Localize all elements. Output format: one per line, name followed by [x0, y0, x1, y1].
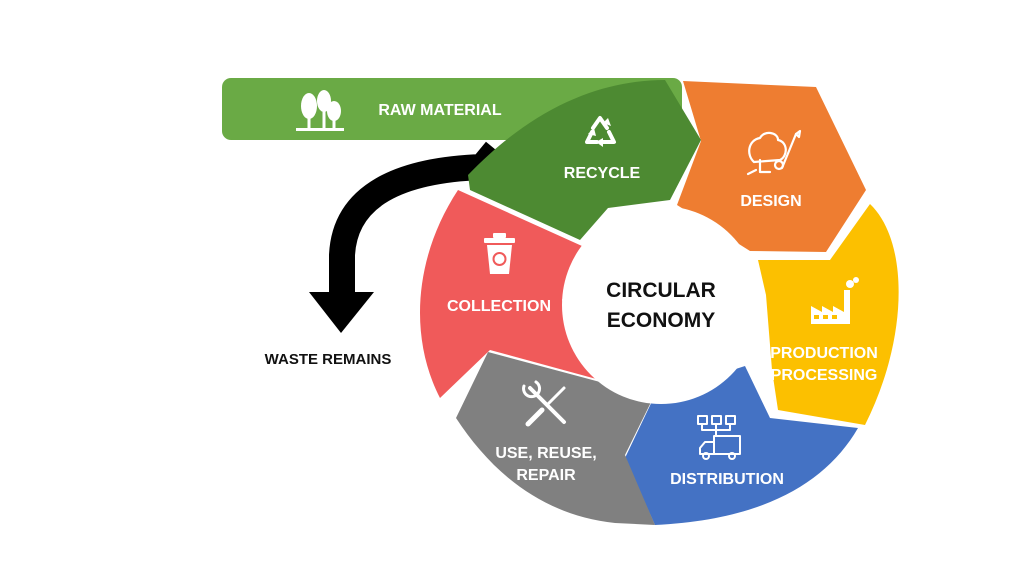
- delivery-truck-icon: [697, 415, 741, 460]
- use-label-line1: USE, REUSE,: [495, 445, 596, 462]
- waste-remains-label: WASTE REMAINS: [265, 351, 392, 368]
- production-label-line1: PRODUCTION: [770, 345, 878, 362]
- use-segment: [456, 352, 655, 525]
- recycle-segment: [468, 80, 701, 240]
- design-label: DESIGN: [740, 193, 801, 210]
- recycle-label: RECYCLE: [564, 165, 641, 182]
- factory-icon: [811, 277, 859, 324]
- recycle-icon: [585, 116, 616, 144]
- raw-material-label: RAW MATERIAL: [378, 102, 501, 119]
- center-title-line2: ECONOMY: [607, 309, 716, 332]
- trees-icon: [296, 90, 344, 131]
- production-label-line2: PROCESSING: [771, 367, 878, 384]
- recycle-icon-arrowheads: [588, 118, 611, 147]
- tools-icon: [522, 380, 566, 427]
- distribution-segment: [625, 366, 858, 525]
- waste-arrowhead: [309, 292, 374, 333]
- waste-arrow: [329, 141, 507, 295]
- design-brain-icon: [746, 129, 802, 176]
- recycle-bin-icon: [484, 233, 515, 274]
- distribution-label: DISTRIBUTION: [670, 471, 784, 488]
- design-segment: [677, 81, 866, 252]
- collection-label: COLLECTION: [447, 298, 551, 315]
- center-circle: [562, 206, 760, 404]
- collection-segment: [420, 190, 600, 398]
- center-title-line1: CIRCULAR: [606, 279, 716, 302]
- use-label-line2: REPAIR: [516, 467, 576, 484]
